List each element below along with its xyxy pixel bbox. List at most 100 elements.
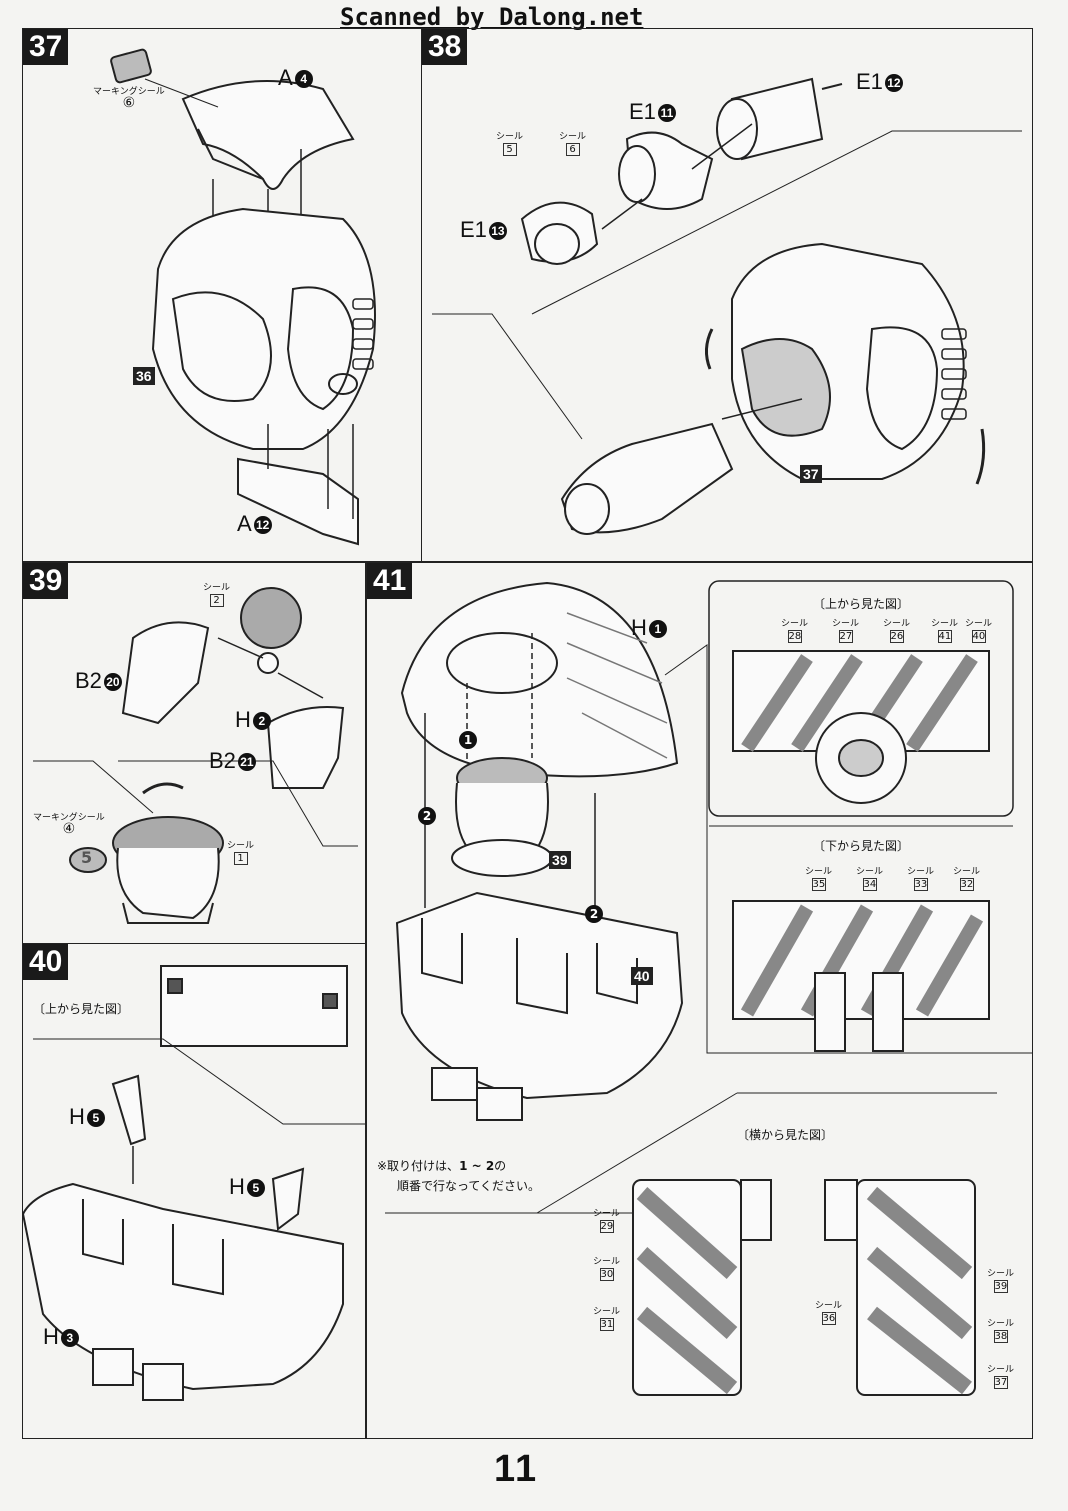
seal-caption: シール (815, 1301, 843, 1311)
seal-number: 36 (821, 1312, 836, 1325)
part-num-badge: 4 (294, 70, 313, 89)
part-num-badge: 13 (488, 222, 507, 241)
seal-number: 34 (862, 878, 877, 891)
marking-label: マーキングシール (93, 87, 165, 97)
seal-number: 29 (599, 1220, 614, 1233)
note-line2: 順番で行なってください。 (397, 1179, 541, 1193)
ref-step-37: 37 (800, 465, 822, 483)
step-number: 39 (23, 563, 69, 599)
seal-caption: シール (559, 132, 587, 142)
seal-caption: シール (987, 1319, 1015, 1329)
seal-number: 33 (913, 878, 928, 891)
step-38-illustration (432, 77, 1022, 535)
seal-caption: シール (203, 583, 231, 593)
seal-caption: シール (987, 1365, 1015, 1375)
ref-step-36: 36 (133, 367, 155, 385)
seal-caption: シール (987, 1269, 1015, 1279)
step-41-illustration (385, 580, 1032, 1396)
part-letter: A (278, 65, 293, 90)
seal-number: 39 (993, 1280, 1008, 1293)
part-num-badge: 21 (237, 753, 256, 772)
seal-number: 30 (599, 1268, 614, 1281)
marking-badge: 5 (81, 848, 93, 867)
part-num-badge: 5 (86, 1109, 105, 1128)
seal-caption: シール (496, 132, 524, 142)
part-letter: H (631, 615, 647, 640)
seal-caption: シール (593, 1307, 621, 1317)
seal-caption: シール (593, 1257, 621, 1267)
part-num-badge: 5 (246, 1179, 265, 1198)
part-letter: E1 (629, 99, 656, 124)
order-badge-2-left: 2 (418, 807, 436, 825)
seal-number: 31 (599, 1318, 614, 1331)
part-letter: H (69, 1104, 85, 1129)
part-letter: B2 (209, 748, 236, 773)
seal-number: 37 (993, 1376, 1008, 1389)
seal-caption: シール (931, 619, 959, 629)
step-number: 41 (367, 563, 413, 599)
seal-caption: シール (781, 619, 809, 629)
scan-credit: Scanned by Dalong.net (340, 3, 644, 31)
seal-number: 41 (937, 630, 952, 643)
seal-caption: シール (593, 1209, 621, 1219)
marking-seal-label: マーキングシール ⑥ (93, 87, 165, 111)
seal-number: 40 (971, 630, 986, 643)
part-letter: E1 (460, 217, 487, 242)
seal-caption: シール (832, 619, 860, 629)
ref-step-39: 39 (549, 851, 571, 869)
step-41-panel: 41 (366, 562, 1033, 1439)
part-num-badge: 20 (103, 673, 122, 692)
seal-number: 32 (959, 878, 974, 891)
part-num-badge: 11 (657, 104, 676, 123)
marking-num: ⑥ (122, 95, 136, 111)
seal-number: 1 (233, 852, 248, 865)
top-view-caption: 〔上から見た図〕 (33, 1002, 130, 1016)
seal-caption: シール (965, 619, 993, 629)
assembly-order-note: ※取り付けは、1 ~ 2の 順番で行なってください。 (377, 1156, 540, 1196)
seal-number: 27 (838, 630, 853, 643)
step-number: 37 (23, 29, 69, 65)
note-prefix: ※取り付けは、 (377, 1159, 460, 1173)
step-number: 38 (422, 29, 468, 65)
part-letter: H (43, 1324, 59, 1349)
part-letter: H (235, 707, 251, 732)
note-suffix: の (494, 1159, 507, 1173)
step-37-illustration (110, 48, 376, 546)
seal-number: 2 (209, 594, 224, 607)
marking-label: マーキングシール (33, 813, 105, 823)
seal-caption: シール (907, 867, 935, 877)
bottom-view-caption: 〔下から見た図〕 (813, 839, 910, 853)
step-number: 40 (23, 944, 69, 980)
seal-caption: シール (953, 867, 981, 877)
part-letter: A (237, 511, 252, 536)
step-37-panel: 37 (22, 28, 422, 562)
seal-caption: シール (227, 841, 255, 851)
seal-number: 35 (811, 878, 826, 891)
order-badge-2-right: 2 (585, 905, 603, 923)
part-num-badge: 1 (648, 620, 667, 639)
order-badge-1: 1 (459, 731, 477, 749)
part-num-badge: 12 (884, 74, 903, 93)
step-39-illustration (33, 587, 358, 924)
